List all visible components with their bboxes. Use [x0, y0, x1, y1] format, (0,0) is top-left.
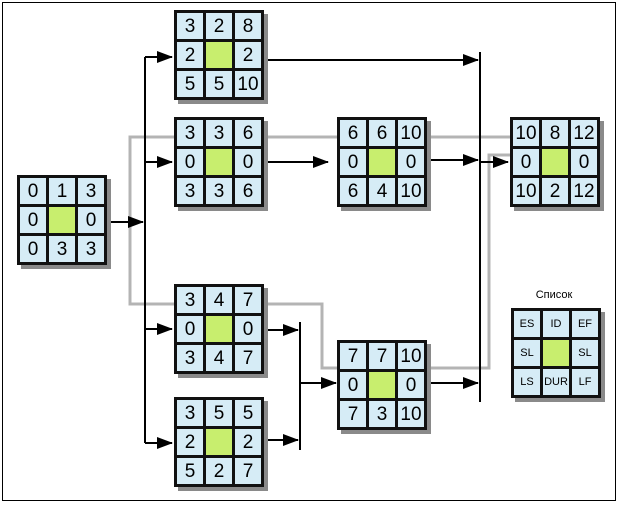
cell-dur: 3: [369, 401, 395, 427]
cell-sl-right: 2: [235, 429, 261, 455]
node-end: 10 8 12 0 0 10 2 12: [510, 117, 600, 207]
cell-dur: 4: [369, 178, 395, 204]
cell-es: 6: [340, 120, 366, 146]
node-6: 7 7 10 0 0 7 3 10: [337, 340, 427, 430]
cell-sl-right: 0: [398, 372, 424, 398]
critical-path-return-segment: [431, 153, 511, 370]
cell-id: 4: [206, 287, 232, 313]
cell-sl-right: 0: [235, 149, 261, 175]
legend-dur: DUR: [543, 369, 569, 395]
cell-sl-right: 0: [398, 149, 424, 175]
cell-es: 0: [20, 178, 46, 204]
cell-id: 7: [369, 343, 395, 369]
legend-ls: LS: [514, 369, 540, 395]
node-start: 0 1 3 0 0 0 3 3: [17, 175, 107, 265]
cell-dur: 3: [49, 236, 75, 262]
cell-lf: 7: [235, 458, 261, 484]
cell-id: 2: [206, 13, 232, 39]
cell-sl-left: 0: [340, 372, 366, 398]
legend-title: Список: [535, 289, 573, 301]
black-connectors: [109, 51, 509, 450]
cell-lf: 12: [571, 178, 597, 204]
cell-ef: 3: [78, 178, 104, 204]
cell-sl-left: 2: [177, 429, 203, 455]
cell-es: 3: [177, 400, 203, 426]
cell-center: [49, 207, 75, 233]
cell-id: 8: [542, 120, 568, 146]
cell-ls: 5: [177, 71, 203, 97]
node-3: 3 4 7 0 0 3 4 7: [174, 284, 264, 374]
cell-id: 6: [369, 120, 395, 146]
cell-sl-right: 0: [571, 149, 597, 175]
cell-es: 10: [513, 120, 539, 146]
cell-id: 1: [49, 178, 75, 204]
cell-ef: 12: [571, 120, 597, 146]
cell-dur: 2: [206, 458, 232, 484]
cell-es: 3: [177, 13, 203, 39]
cell-sl-left: 0: [177, 149, 203, 175]
cell-center: [206, 316, 232, 342]
cell-id: 5: [206, 400, 232, 426]
cell-ls: 0: [20, 236, 46, 262]
node-5: 6 6 10 0 0 6 4 10: [337, 117, 427, 207]
cell-sl-right: 0: [78, 207, 104, 233]
legend-es: ES: [514, 311, 540, 337]
legend-sl-right: SL: [572, 340, 598, 366]
legend-sl-left: SL: [514, 340, 540, 366]
cell-center: [206, 429, 232, 455]
node-4: 3 5 5 2 2 5 2 7: [174, 397, 264, 487]
cell-center: [369, 149, 395, 175]
cell-center: [369, 372, 395, 398]
cell-center: [206, 42, 232, 68]
cell-ls: 6: [340, 178, 366, 204]
cell-dur: 2: [542, 178, 568, 204]
cell-lf: 10: [235, 71, 261, 97]
cell-lf: 10: [398, 178, 424, 204]
cell-sl-left: 0: [513, 149, 539, 175]
legend-center: [543, 340, 569, 366]
diagram-frame: [2, 2, 616, 501]
cell-center: [206, 149, 232, 175]
cell-ef: 10: [398, 343, 424, 369]
cell-es: 3: [177, 120, 203, 146]
cell-sl-left: 0: [20, 207, 46, 233]
legend-node: ES ID EF SL SL LS DUR LF: [511, 308, 601, 398]
cell-ef: 8: [235, 13, 261, 39]
node-2: 3 3 6 0 0 3 3 6: [174, 117, 264, 207]
cell-ls: 10: [513, 178, 539, 204]
cell-center: [542, 149, 568, 175]
critical-path-lower-segment: [266, 302, 340, 370]
cell-sl-right: 0: [235, 316, 261, 342]
cell-dur: 5: [206, 71, 232, 97]
cell-id: 3: [206, 120, 232, 146]
cell-es: 3: [177, 287, 203, 313]
cell-es: 7: [340, 343, 366, 369]
cell-ef: 7: [235, 287, 261, 313]
cell-dur: 4: [206, 345, 232, 371]
cell-sl-left: 2: [177, 42, 203, 68]
cell-ef: 6: [235, 120, 261, 146]
cell-ls: 7: [340, 401, 366, 427]
cell-dur: 3: [206, 178, 232, 204]
legend-ef: EF: [572, 311, 598, 337]
cell-ls: 3: [177, 178, 203, 204]
cell-lf: 7: [235, 345, 261, 371]
cell-sl-left: 0: [177, 316, 203, 342]
cell-sl-right: 2: [235, 42, 261, 68]
legend-lf: LF: [572, 369, 598, 395]
cell-ef: 5: [235, 400, 261, 426]
cell-lf: 6: [235, 178, 261, 204]
cell-sl-left: 0: [340, 149, 366, 175]
cell-ef: 10: [398, 120, 424, 146]
cell-lf: 10: [398, 401, 424, 427]
legend-id: ID: [543, 311, 569, 337]
node-top: 3 2 8 2 2 5 5 10: [174, 10, 264, 100]
cell-lf: 3: [78, 236, 104, 262]
cell-ls: 3: [177, 345, 203, 371]
cell-ls: 5: [177, 458, 203, 484]
